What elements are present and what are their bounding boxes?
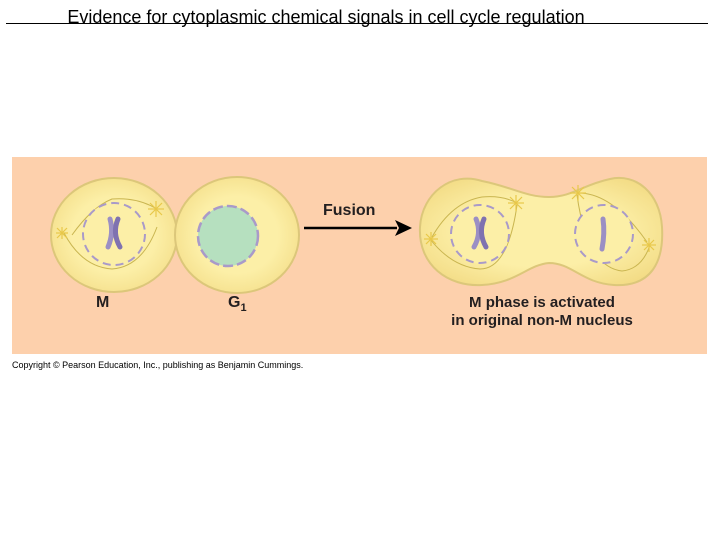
chromosome-icon	[112, 216, 123, 250]
chromosome-icon	[471, 216, 482, 250]
g1-label-base: G	[228, 294, 241, 311]
fusion-diagram	[12, 157, 707, 354]
fused-cell	[418, 176, 664, 287]
g1-cell-label: G1	[228, 294, 247, 314]
m-cell-label: M	[96, 294, 110, 311]
spindle-fiber	[429, 204, 518, 270]
result-label-line2: in original non-M nucleus	[451, 312, 633, 329]
g1-label-subscript: 1	[240, 302, 247, 314]
result-label: M phase is activated in original non-M n…	[420, 294, 664, 330]
m-phase-cell	[50, 177, 178, 293]
copyright-text: Copyright © Pearson Education, Inc., pub…	[12, 360, 304, 370]
spindle-fiber	[63, 226, 158, 270]
fusion-label: Fusion	[323, 202, 376, 219]
chromosome-icon	[599, 216, 607, 252]
spindle-fiber	[431, 196, 518, 238]
result-label-line1: M phase is activated	[469, 294, 615, 311]
aster-right	[148, 201, 164, 217]
g1-phase-cell	[174, 176, 300, 294]
fusion-diagram-panel	[12, 157, 707, 354]
chromosome-icon	[105, 216, 115, 250]
aster-fused-1	[424, 232, 438, 246]
aster-fused-2	[508, 195, 524, 211]
fusion-arrow-icon	[304, 220, 412, 236]
title-block: Evidence for cytoplasmic chemical signal…	[6, 4, 708, 27]
spindle-fiber	[71, 198, 158, 236]
title-underline	[6, 23, 708, 24]
page-title: Evidence for cytoplasmic chemical signal…	[67, 7, 585, 27]
g1-nucleus	[196, 204, 260, 268]
aster-left	[56, 227, 68, 239]
aster-fused-4	[642, 238, 656, 252]
chromosome-icon	[478, 216, 489, 250]
aster-fused-3	[570, 185, 586, 201]
